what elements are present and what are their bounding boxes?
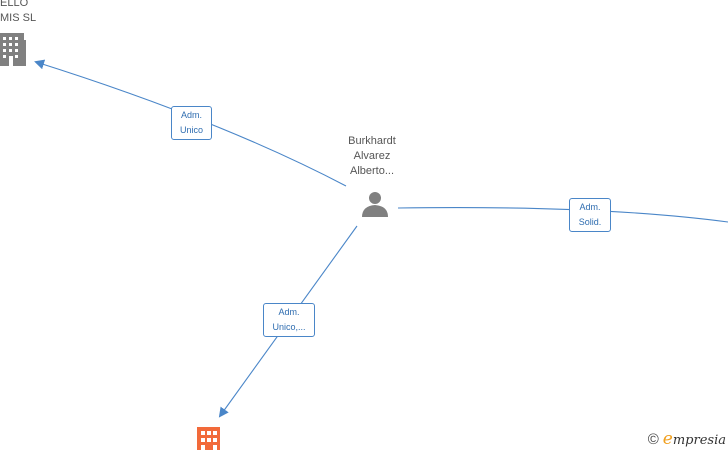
edge-label-top-left-line-1: Adm. — [180, 110, 202, 120]
watermark: © empresia — [648, 429, 726, 449]
edge-label-right[interactable]: Adm. Solid. — [569, 198, 611, 232]
edge-label-right-line-1: Adm. — [579, 202, 601, 212]
edge-right[interactable] — [397, 207, 728, 223]
edge-label-top-left-line-2: Unico — [179, 125, 203, 135]
top-left-node-line-1: ELLO — [0, 0, 29, 9]
building-icon-gray[interactable] — [0, 33, 26, 66]
edge-label-bottom-line-1: Adm. — [278, 307, 300, 317]
center-node-line-2: Alvarez — [353, 150, 391, 162]
brand-name: mpresia — [672, 433, 726, 448]
brand-logo: empresia — [663, 429, 726, 449]
edge-label-right-line-2: Solid. — [578, 217, 602, 227]
top-left-node-line-2: MIS SL — [0, 12, 37, 24]
center-node-line-3: Alberto... — [349, 165, 395, 177]
copyright-icon: © — [647, 430, 659, 448]
brand-initial: e — [662, 429, 673, 449]
top-left-node-label[interactable]: ELLO MIS SL — [0, 0, 36, 26]
center-node-line-1: Burkhardt — [348, 135, 396, 147]
edge-label-top-left[interactable]: Adm. Unico — [171, 106, 212, 140]
edge-label-bottom[interactable]: Adm. Unico,... — [263, 303, 315, 337]
person-icon[interactable] — [362, 192, 388, 217]
center-node-label[interactable]: Burkhardt Alvarez Alberto... — [322, 134, 422, 179]
building-icon-orange[interactable] — [197, 427, 220, 450]
edge-label-bottom-line-2: Unico,... — [272, 322, 306, 332]
